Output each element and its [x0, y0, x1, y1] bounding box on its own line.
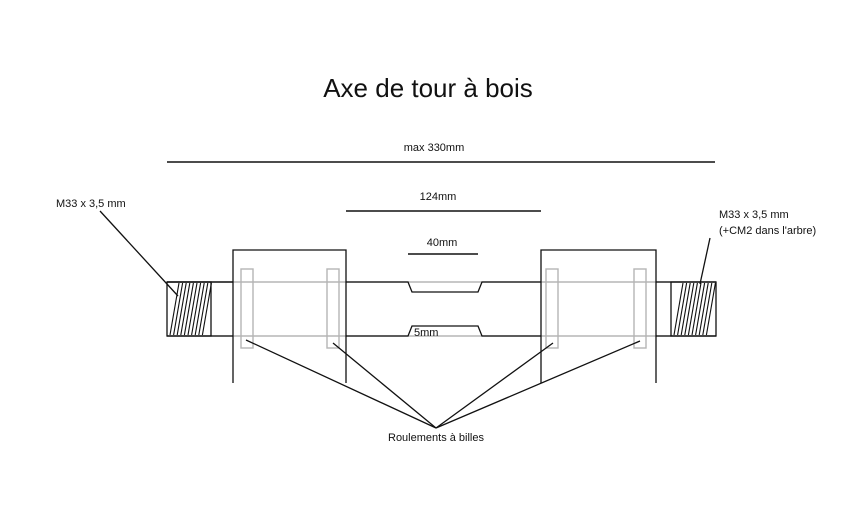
thread-hatch-line	[187, 282, 198, 336]
right-housing	[540, 249, 657, 383]
left-thread-label: M33 x 3,5 mm	[56, 198, 126, 210]
right-thread-outline	[670, 281, 717, 337]
thread-hatch-line	[691, 282, 702, 336]
bearing-leader-1	[245, 339, 437, 429]
dimension-center-groove-label: 40mm	[427, 237, 458, 249]
right-bearing-inner	[545, 268, 559, 349]
left-thread: M33 x 3,5 mm	[56, 198, 212, 337]
dimension-groove-depth-label: 5mm	[414, 327, 438, 339]
left-bearing-outer	[240, 268, 254, 349]
left-thread-leader	[99, 210, 179, 297]
bearings-callout: Roulements à billes	[245, 339, 641, 444]
right-thread-label-line2: (+CM2 dans l'arbre)	[719, 225, 816, 237]
thread-hatch-line	[183, 282, 194, 336]
right-housing-outline	[540, 249, 657, 383]
thread-hatch-line	[687, 282, 698, 336]
thread-hatch-line	[180, 282, 191, 336]
left-thread-hatching	[169, 282, 212, 336]
bearings-label: Roulements à billes	[388, 432, 484, 444]
diagram-title: Axe de tour à bois	[323, 73, 533, 103]
bearing-leader-3	[435, 342, 554, 429]
dimension-center-groove: 40mm	[408, 237, 478, 255]
left-bearing-inner	[326, 268, 340, 349]
thread-hatch-line	[191, 282, 202, 336]
right-bearing-outer	[633, 268, 647, 349]
left-thread-outline	[166, 281, 212, 337]
bearing-leader-2	[332, 342, 437, 429]
thread-hatch-line	[173, 282, 184, 336]
dimension-overall: max 330mm	[167, 142, 715, 163]
thread-hatch-line	[198, 282, 209, 336]
left-housing	[232, 249, 347, 383]
right-thread-label-line1: M33 x 3,5 mm	[719, 209, 789, 221]
thread-hatch-line	[680, 282, 691, 336]
shaft-body	[167, 281, 716, 337]
left-housing-outline	[232, 249, 347, 383]
thread-hatch-line	[673, 282, 684, 336]
thread-hatch-line	[176, 282, 187, 336]
dimension-bearing-span-label: 124mm	[420, 191, 457, 203]
bearing-leader-4	[435, 340, 641, 429]
right-thread-hatching	[673, 282, 716, 336]
right-thread: M33 x 3,5 mm (+CM2 dans l'arbre)	[670, 209, 816, 337]
thread-hatch-line	[698, 282, 709, 336]
right-thread-leader	[699, 237, 711, 285]
thread-hatch-line	[201, 282, 212, 336]
thread-hatch-line	[684, 282, 695, 336]
thread-hatch-line	[702, 282, 713, 336]
dimension-bearing-span: 124mm	[346, 191, 541, 212]
thread-hatch-line	[705, 282, 716, 336]
thread-hatch-line	[194, 282, 205, 336]
thread-hatch-line	[695, 282, 706, 336]
dimension-overall-label: max 330mm	[404, 142, 465, 154]
thread-hatch-line	[677, 282, 688, 336]
thread-hatch-line	[169, 282, 180, 336]
